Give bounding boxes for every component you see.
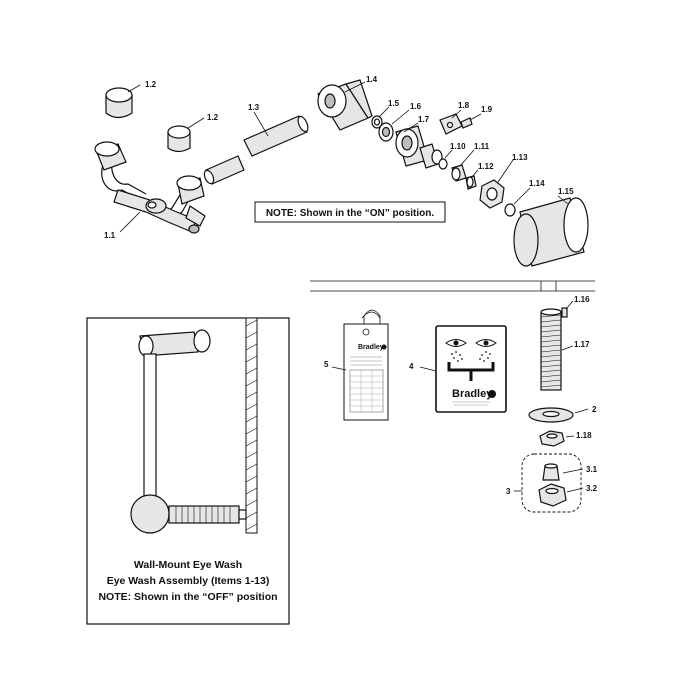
caption-line-2: Eye Wash Assembly (Items 1-13) xyxy=(107,575,270,587)
label-2: 2 xyxy=(592,405,597,414)
part-1-13-hex-nut xyxy=(479,179,505,209)
part-1-2-dust-cover-right xyxy=(167,125,191,153)
part-1-18-nut xyxy=(539,430,565,447)
label-1-1: 1.1 xyxy=(104,231,116,240)
part-1-17-threaded-nipple xyxy=(540,308,562,391)
label-1-13: 1.13 xyxy=(512,153,528,162)
part-1-2-dust-cover-left xyxy=(105,87,133,119)
label-3: 3 xyxy=(506,487,511,496)
label-3-1: 3.1 xyxy=(586,465,598,474)
note-on-box: NOTE: Shown in the “ON” position. xyxy=(254,201,446,223)
part-1-16-plug xyxy=(561,307,568,318)
label-1-16: 1.16 xyxy=(574,295,590,304)
label-1-15: 1.15 xyxy=(558,187,574,196)
label-1-4: 1.4 xyxy=(366,75,378,84)
part-1-14-washer xyxy=(504,203,516,217)
part-1-11-sleeve xyxy=(451,164,467,182)
label-1-7: 1.7 xyxy=(418,115,430,124)
part-1-1-eyewash-bowl-assembly xyxy=(94,141,206,234)
wall-mount-assembly-off xyxy=(130,317,258,534)
caption-line-1: Wall-Mount Eye Wash xyxy=(134,559,242,571)
part-3-compression-fitting-group xyxy=(521,453,582,513)
part-1-4-valve-body xyxy=(317,79,373,131)
part-2-washer xyxy=(528,407,574,423)
part-5-inspection-tag: Bradley xyxy=(343,309,389,421)
part-1-3-supply-tube xyxy=(203,115,309,185)
label-1-18: 1.18 xyxy=(576,431,592,440)
label-1-6: 1.6 xyxy=(410,102,422,111)
label-1-12: 1.12 xyxy=(478,162,494,171)
label-1-10: 1.10 xyxy=(450,142,466,151)
label-1-2-right: 1.2 xyxy=(207,113,219,122)
caption-line-3: NOTE: Shown in the “OFF” position xyxy=(98,591,277,603)
label-1-9: 1.9 xyxy=(481,105,493,114)
wall-section-lines xyxy=(310,280,595,292)
label-1-5: 1.5 xyxy=(388,99,400,108)
tag-brand-logo: Bradley xyxy=(358,344,384,351)
label-3-2: 3.2 xyxy=(586,484,598,493)
label-4: 4 xyxy=(409,362,414,371)
label-1-11: 1.11 xyxy=(474,142,490,151)
part-1-7-valve-stem xyxy=(395,125,443,169)
part-1-10-o-ring xyxy=(438,158,448,170)
part-1-6-washer-hole xyxy=(381,126,391,138)
leader-lines xyxy=(119,81,569,233)
sign-brand-logo: Bradley xyxy=(452,388,493,400)
part-1-5-o-ring-inner xyxy=(373,118,381,126)
part-4-eye-wash-sign: Bradley xyxy=(435,325,507,413)
label-1-17: 1.17 xyxy=(574,340,590,349)
label-1-3: 1.3 xyxy=(248,103,260,112)
label-5: 5 xyxy=(324,360,329,369)
part-1-15-flange-cover xyxy=(513,197,589,267)
label-1-14: 1.14 xyxy=(529,179,545,188)
part-1-9-screw xyxy=(460,117,473,129)
part-1-12-retainer xyxy=(465,175,477,190)
label-1-8: 1.8 xyxy=(458,101,470,110)
note-on-text: NOTE: Shown in the “ON” position. xyxy=(266,208,435,219)
part-1-8-handle-bracket xyxy=(439,113,463,135)
label-1-2-left: 1.2 xyxy=(145,80,157,89)
